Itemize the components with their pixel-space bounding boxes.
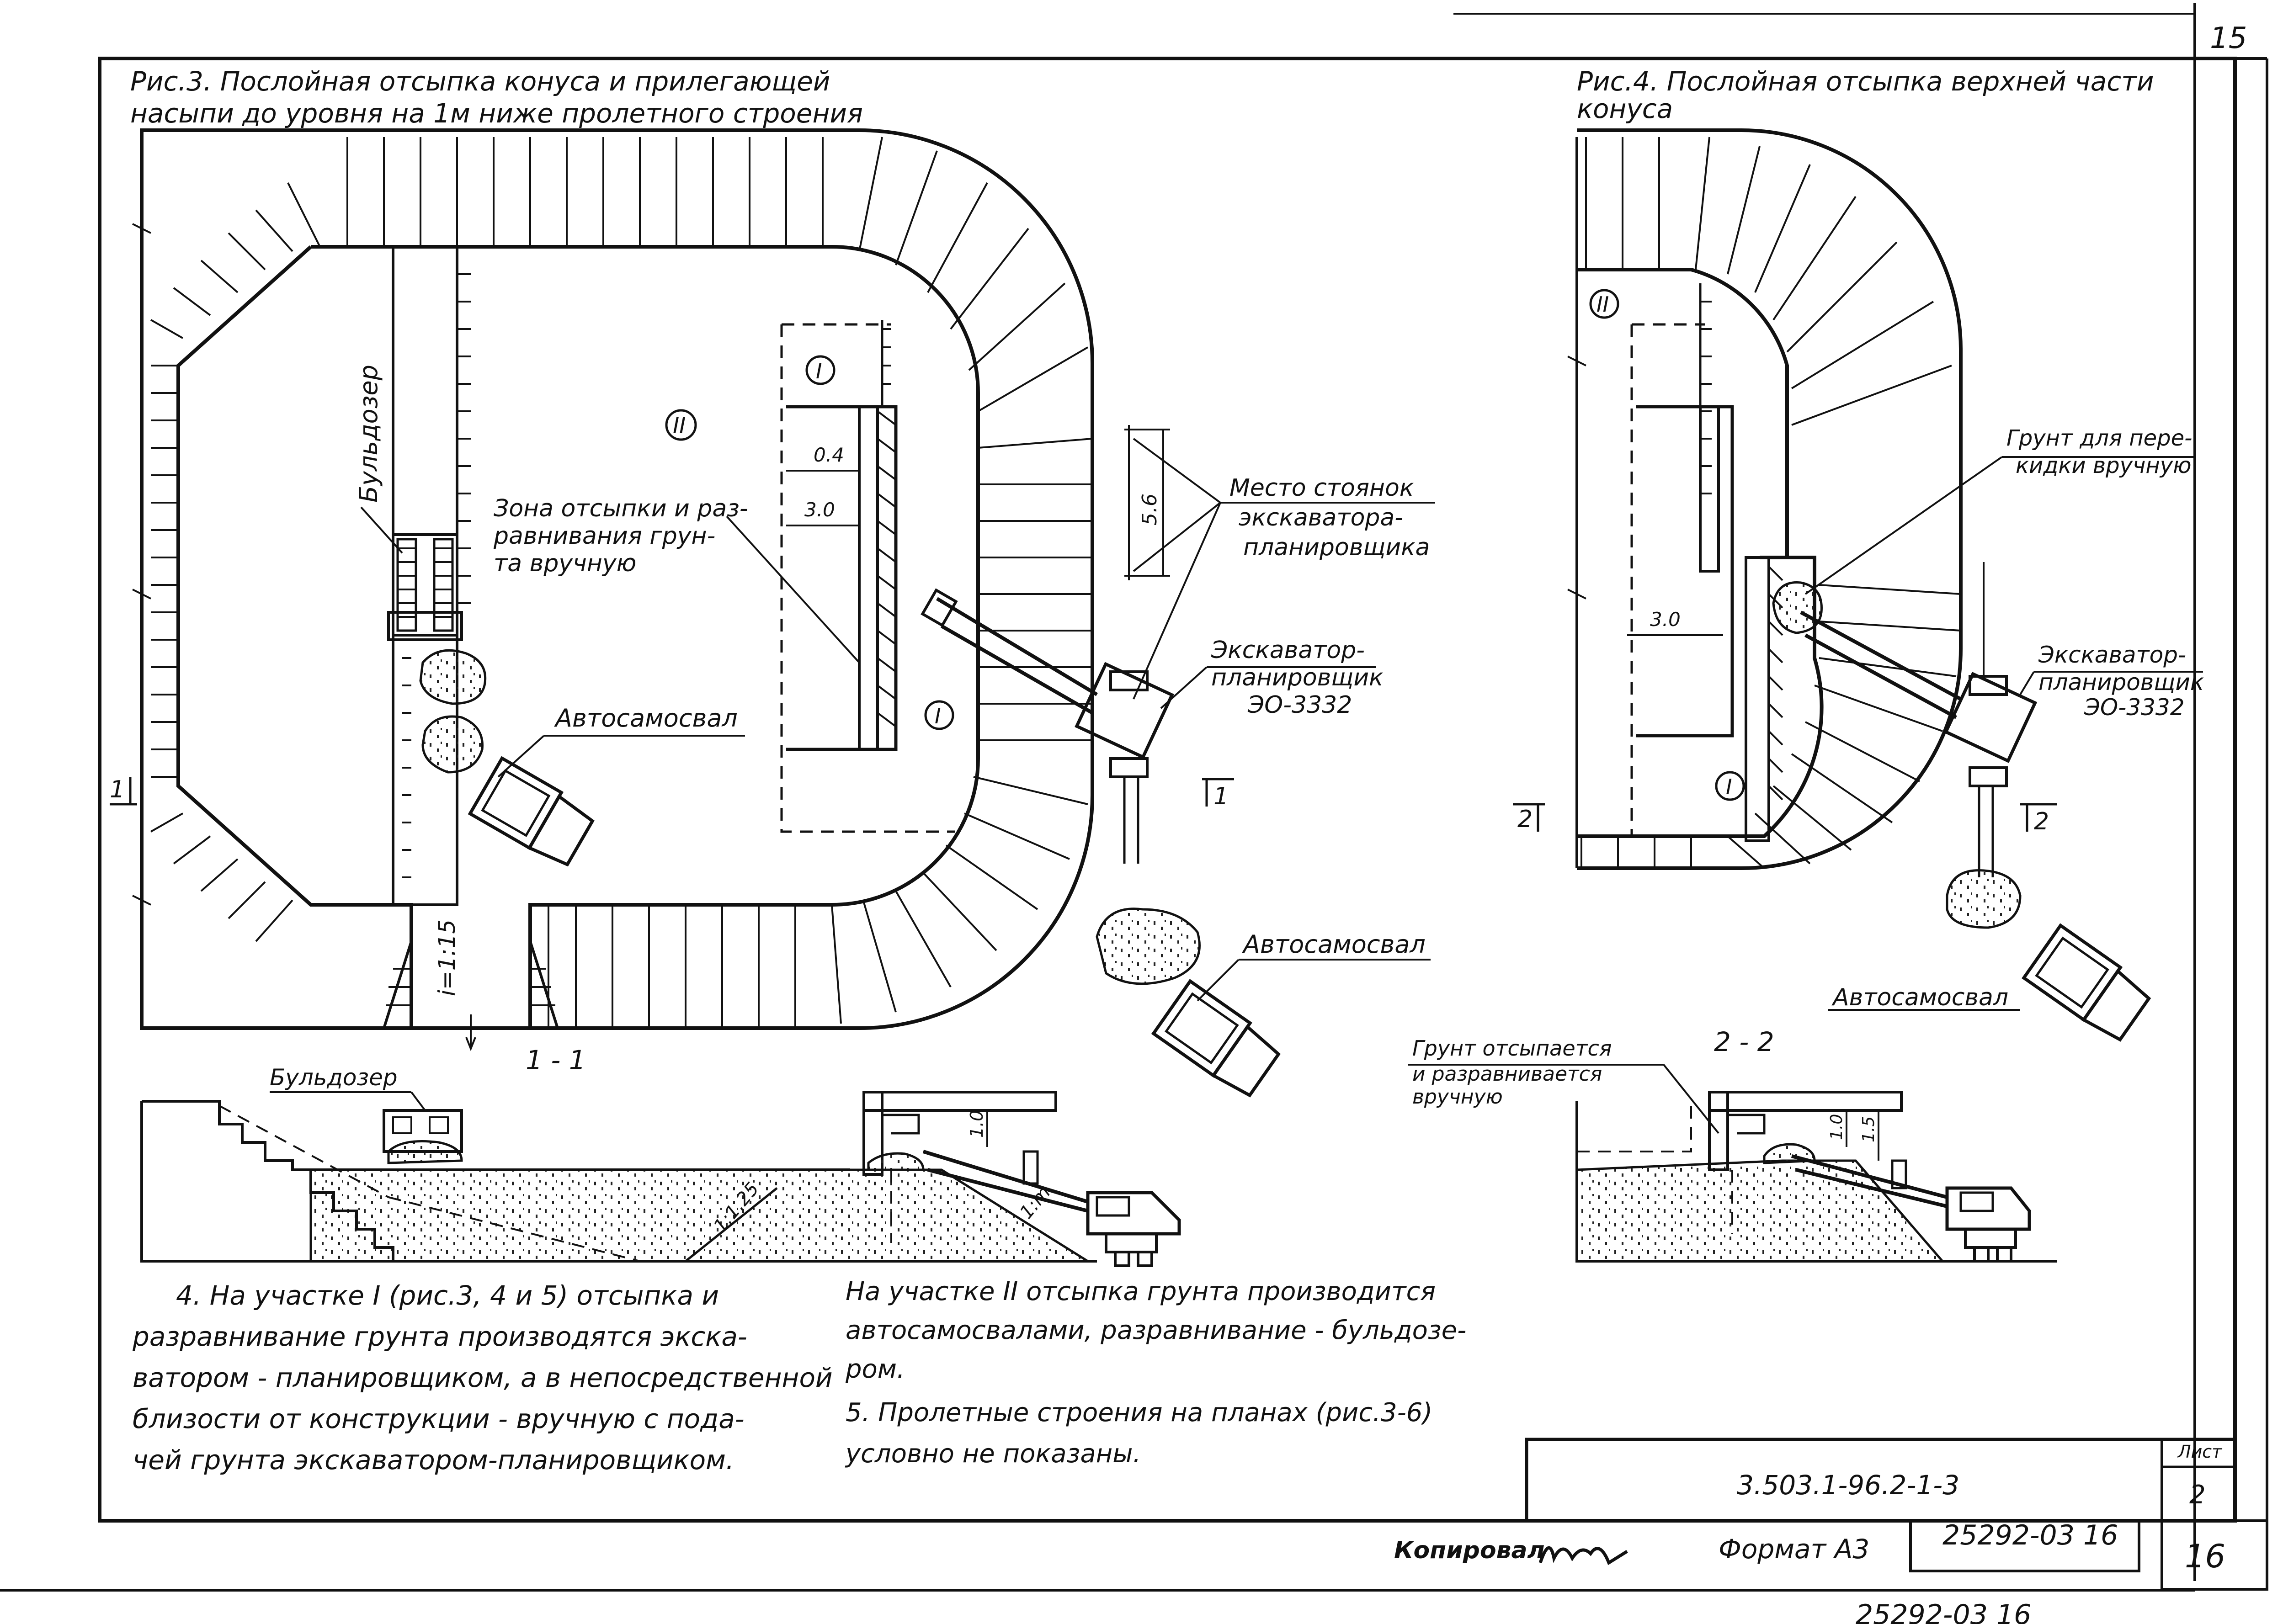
fig3-zone-II: II [673, 413, 686, 439]
section11-title: 1 - 1 [526, 1045, 586, 1076]
fig4-soil-label-2: кидки вручную [2016, 453, 2192, 478]
fig3-parking-3: планировщика [1243, 534, 1430, 561]
fig3-dump-truck-label: Автосамосвал [554, 704, 738, 732]
fig3-excavator-3: ЭО-3332 [1247, 691, 1352, 719]
dump-truck-icon [468, 756, 595, 867]
signature-mark [1538, 1546, 1628, 1566]
fig3-dump-truck-label-2: Автосамосвал [1242, 930, 1426, 959]
noteII-line3: ром. [845, 1354, 905, 1384]
bottom-sheet-number: 16 [2185, 1538, 2225, 1575]
drawing-frame [0, 3, 2268, 1592]
fig3-manual-zone-2: равнивания грун- [493, 522, 715, 550]
fig3-dim-30: 3.0 [804, 499, 835, 521]
notes: 4. На участке I (рис.3, 4 и 5) отсыпка и… [132, 1277, 1466, 1475]
fig4-section-right: 2 [2034, 808, 2049, 835]
fig3-section-left: 1 [110, 776, 125, 803]
fig4-soil-label-1: Грунт для пере- [2006, 425, 2192, 451]
note4-line1: 4. На участке I (рис.3, 4 и 5) отсыпка и [176, 1280, 719, 1311]
fig3-slope-label: i=1:15 [434, 919, 460, 996]
fig3-zone-I-right: I [935, 704, 941, 728]
fig4-dump-truck-icon [2022, 923, 2151, 1042]
section22-title: 2 - 2 [1714, 1026, 1774, 1057]
dump-truck-icon-2 [1151, 979, 1281, 1098]
fig3-dim-04: 0.4 [814, 444, 844, 466]
section22-dim-15: 1.5 [1859, 1116, 1878, 1142]
title-designation: 3.503.1-96.2-1-3 [1737, 1470, 1959, 1501]
fig3-title-line1: Рис.3. Послойная отсыпка конуса и прилег… [130, 66, 830, 97]
fig4-title-line1: Рис.4. Послойная отсыпка верхней части [1577, 66, 2154, 97]
soil-pile-3 [1096, 908, 1201, 985]
note4-line5: чей грунта экскаватором-планировщиком. [133, 1444, 734, 1475]
fig4-excavator-2: планировщик [2038, 669, 2204, 695]
archive-number: 25292-03 16 [1942, 1519, 2118, 1551]
format-label: Формат А3 [1719, 1534, 1869, 1565]
note4-line4: близости от конструкции - вручную с пода… [133, 1403, 745, 1434]
fig4-soil-pile-2 [1946, 869, 2022, 929]
section22-excavator-icon [1791, 1154, 2031, 1263]
section11-bulldozer-label: Бульдозер [270, 1064, 398, 1091]
fig3-excavator-2: планировщик [1211, 664, 1384, 691]
fig3-left-hatching [150, 137, 1093, 1028]
section11-drawing: 1:1.25 1:m Бульдозер 1.0 [140, 1064, 1181, 1267]
section22-dim-10: 1.0 [1827, 1114, 1846, 1140]
fig3-title-line2: насыпи до уровня на 1м ниже пролетного с… [130, 98, 863, 129]
noteII-line2: автосамосвалами, разравнивание - бульдоз… [846, 1316, 1466, 1345]
fig4-excavator-3: ЭО-3332 [2084, 694, 2185, 721]
fig4-section-left: 2 [1517, 806, 1533, 833]
fig3-excavator-1: Экскаватор- [1211, 637, 1365, 664]
title-block: 3.503.1-96.2-1-3 Лист 2 Копировал Формат… [1394, 1438, 2268, 1624]
bottom-cut-text: 25292-03 16 [1856, 1599, 2031, 1624]
fig3-bulldozer-label: Бульдозер [354, 365, 383, 503]
fig3-parking-1: Место стоянок [1229, 474, 1414, 502]
fig4-zone-I: I [1726, 775, 1732, 799]
noteII-line1: На участке II отсыпка грунта производитс… [846, 1277, 1436, 1306]
note5-line2: условно не показаны. [845, 1439, 1141, 1469]
fig3-parking-2: экскаватора- [1239, 504, 1403, 531]
fig4-excavator-1: Экскаватор- [2038, 642, 2186, 668]
fig4-dim-30: 3.0 [1650, 608, 1681, 631]
section11-excavator-icon [922, 1150, 1181, 1267]
fig4-dump-truck-label: Автосамосвал [1831, 984, 2008, 1011]
fig3-bulldozer-strip-ticks [402, 273, 471, 878]
fig3-manual-zone-1: Зона отсыпки и раз- [494, 495, 748, 522]
section11-bulldozer-icon [383, 1109, 463, 1164]
fig4-excavator-icon [1800, 562, 2038, 877]
fig4-zone-II: II [1597, 292, 1609, 317]
fig3-manual-zone-3: та вручную [494, 550, 636, 577]
note4-line2: разравнивание грунта производятся экска- [132, 1321, 747, 1352]
fig4-plan: II I 3.0 Грунт для пере- кидки вручную Э… [1513, 128, 2204, 1042]
copied-by-label: Копировал [1394, 1537, 1545, 1564]
section11-dim-10: 1.0 [967, 1110, 987, 1138]
title-sheet-label: Лист [2177, 1442, 2223, 1462]
fig3-section-right: 1 [1213, 783, 1229, 810]
excavator-icon [921, 588, 1174, 864]
section22-soil-1: Грунт отсыпается [1412, 1036, 1612, 1061]
fig3-zone-I-top: I [816, 359, 822, 383]
fig3-plan: Бульдозер Автосамосвал i=1:15 II I I [110, 128, 1435, 1098]
section22-drawing: 1.0 1.5 Грунт отсыпается и разравниваетс… [1408, 1036, 2057, 1263]
title-sheet-value: 2 [2189, 1480, 2206, 1510]
section22-soil-2: и разравнивается [1412, 1062, 1602, 1086]
fig4-title-line2: конуса [1577, 93, 1673, 124]
soil-pile-1 [419, 649, 487, 705]
bulldozer-icon [387, 533, 463, 641]
section22-soil-3: вручную [1412, 1085, 1503, 1109]
top-sheet-number: 15 [2210, 21, 2247, 55]
note4-line3: ватором - планировщиком, а в непосредств… [133, 1362, 833, 1393]
soil-pile-2 [421, 715, 484, 774]
fig3-dim-56: 5.6 [1138, 494, 1161, 525]
note5-line1: 5. Пролетные строения на планах (рис.3-6… [846, 1398, 1432, 1428]
fig4-soil-pile [1772, 581, 1823, 634]
